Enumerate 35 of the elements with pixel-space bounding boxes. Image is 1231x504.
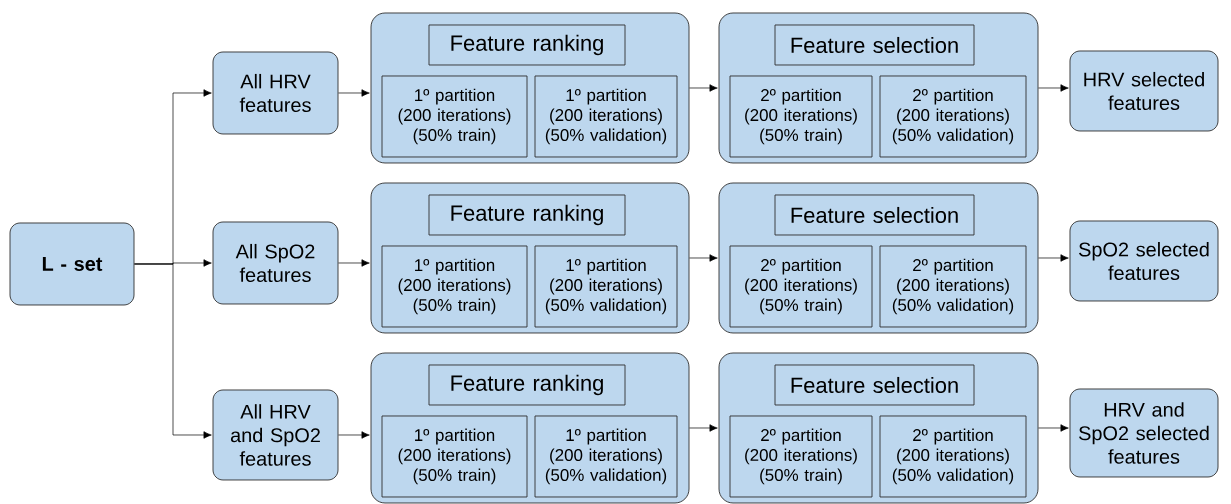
arrow [338,259,370,267]
partition-box: 2º partition (200 iterations) (50% validation) [879,245,1027,328]
input-box: All HRV features [212,51,339,135]
output-box: SpO2 selected features [1069,220,1219,302]
arrow [338,89,370,97]
start-box: L - set [9,222,135,306]
arrow [1038,84,1069,92]
partition-box: 1º partition (200 iterations) (50% train) [381,415,528,498]
stage-heading-box: Feature ranking [428,194,626,236]
arrow [689,84,718,92]
partition-box: 1º partition (200 iterations) (50% validation) [534,245,678,328]
partition-box: 1º partition (200 iterations) (50% train) [381,245,528,328]
stage-heading-box: Feature ranking [428,24,626,66]
stage-heading-box: Feature selection [774,24,975,66]
partition-box: 1º partition (200 iterations) (50% validation) [534,415,678,498]
partition-box: 2º partition (200 iterations) (50% train) [729,245,873,328]
arrow [689,424,718,432]
arrow [134,263,212,439]
partition-box: 2º partition (200 iterations) (50% train) [729,415,873,498]
arrow [1038,424,1069,432]
partition-box: 2º partition (200 iterations) (50% validation) [879,75,1027,158]
partition-box: 1º partition (200 iterations) (50% validation) [534,75,678,158]
partition-box: 2º partition (200 iterations) (50% validation) [879,415,1027,498]
output-box: HRV selected features [1069,50,1219,132]
stage-heading-box: Feature ranking [428,364,626,406]
arrow [689,254,718,262]
arrow [1038,254,1069,262]
input-box: All HRV and SpO2 features [212,389,339,481]
partition-box: 2º partition (200 iterations) (50% train) [729,75,873,158]
output-box: HRV and SpO2 selected features [1069,388,1219,478]
arrow [338,431,370,439]
stage-heading-box: Feature selection [774,364,975,406]
input-box: All SpO2 features [212,221,339,305]
stage-heading-box: Feature selection [774,194,975,236]
partition-box: 1º partition (200 iterations) (50% train) [381,75,528,158]
